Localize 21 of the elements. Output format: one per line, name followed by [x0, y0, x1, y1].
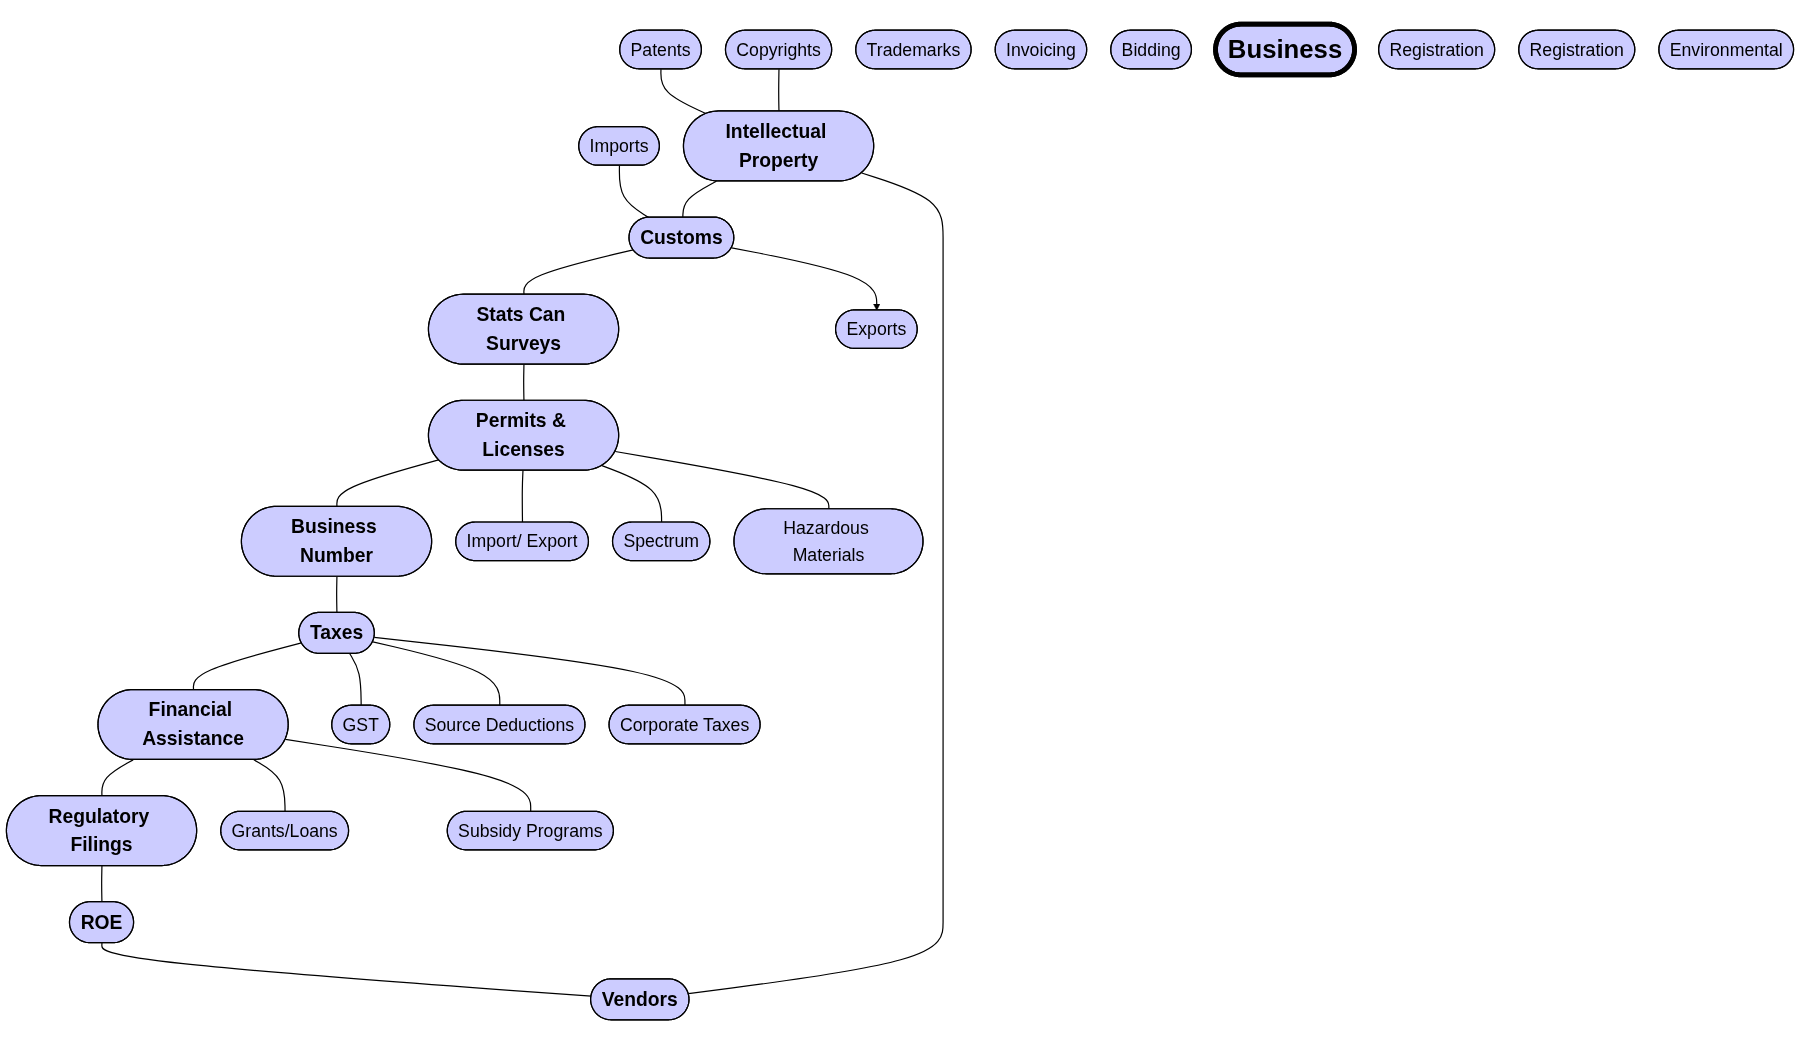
connector — [523, 249, 634, 296]
connector — [523, 363, 525, 402]
connector — [101, 865, 103, 903]
connector — [372, 641, 501, 707]
connector — [349, 653, 362, 707]
connector — [687, 172, 944, 995]
connector — [660, 68, 707, 115]
connector — [614, 450, 830, 510]
connector — [101, 759, 134, 797]
connector — [778, 68, 780, 112]
connector — [373, 636, 686, 707]
connector — [618, 165, 650, 219]
arrow — [731, 247, 881, 311]
connector — [253, 759, 286, 813]
connector — [336, 576, 338, 614]
connector — [336, 459, 440, 508]
connector — [521, 469, 524, 523]
connector — [284, 738, 532, 813]
connector — [682, 180, 717, 219]
connector — [192, 642, 303, 691]
connector — [601, 465, 663, 523]
